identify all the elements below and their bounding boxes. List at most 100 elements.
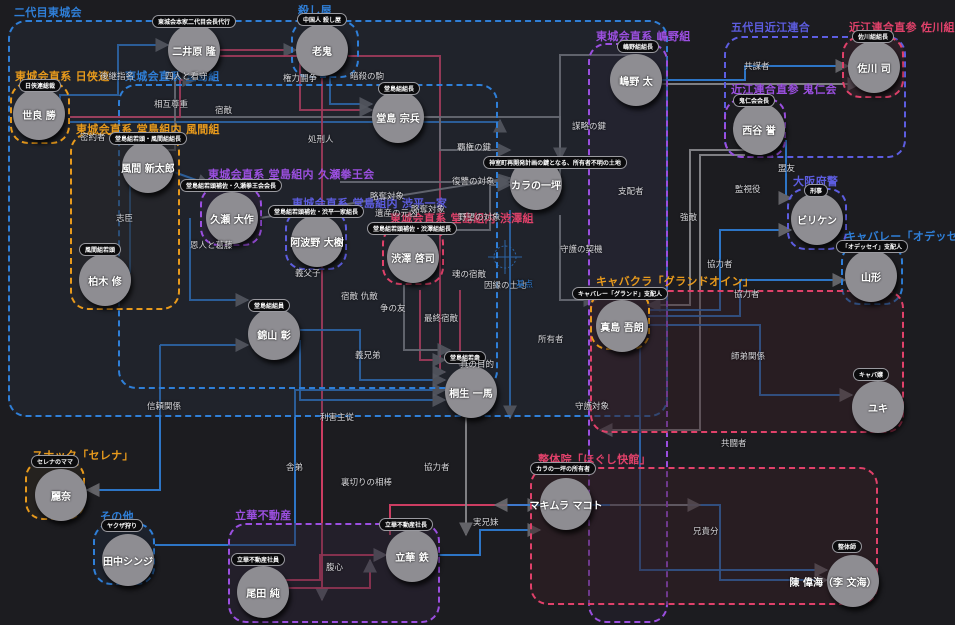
node-name: 陳 偉海（李 文海） bbox=[789, 577, 877, 589]
edge-label: 裏切りの相棒 bbox=[341, 478, 393, 488]
node-sera[interactable]: 世良 勝 bbox=[13, 88, 65, 140]
node-niihara[interactable]: 二井原 隆 bbox=[168, 24, 220, 76]
edge-line bbox=[639, 345, 829, 577]
edge-label: 野望の対象 bbox=[458, 213, 501, 223]
edge-label: 義父子 bbox=[295, 269, 321, 279]
group-title: 五代目近江連合 bbox=[731, 21, 811, 34]
node-dojima[interactable]: 堂島 宗兵 bbox=[372, 91, 424, 143]
node-name: 真島 吾朗 bbox=[600, 322, 644, 334]
edge-label: 覇権の鍵 bbox=[457, 143, 492, 153]
node-yuki[interactable]: ユキ bbox=[852, 381, 904, 433]
edge-line bbox=[559, 215, 598, 307]
node-majima[interactable]: 真島 吾朗 bbox=[596, 300, 648, 352]
edge-label: 真の目的 bbox=[460, 360, 495, 370]
edge-line bbox=[299, 340, 447, 407]
node-yamagata[interactable]: 山形 bbox=[845, 250, 897, 302]
role-badge: 風間組若頭 bbox=[78, 243, 122, 256]
node-name: 風間 新太郎 bbox=[121, 163, 175, 175]
role-badge: 堂島組若頭補佐・久瀬拳王会会長 bbox=[179, 179, 283, 192]
role-badge: 刑事 bbox=[803, 184, 829, 197]
edge-label: 謀略の鍵 bbox=[572, 122, 607, 132]
node-name: 錦山 彰 bbox=[257, 330, 291, 342]
edge-line bbox=[348, 55, 447, 379]
node-name: 佐川 司 bbox=[857, 63, 891, 75]
node-nishikiyama[interactable]: 錦山 彰 bbox=[248, 308, 300, 360]
node-roki[interactable]: 老鬼 bbox=[296, 24, 348, 76]
edge-line bbox=[646, 149, 760, 312]
edge-line bbox=[420, 116, 512, 157]
node-kashiwagi[interactable]: 柏木 修 bbox=[79, 254, 131, 306]
node-name: 西谷 誉 bbox=[742, 125, 776, 137]
edge-label: 守護の契機 bbox=[560, 245, 603, 255]
edge-label: 所有者 bbox=[538, 335, 564, 345]
group-title: 近江連合直参 鬼仁会 bbox=[731, 83, 837, 96]
edge-label: 略奪対象 bbox=[411, 205, 446, 215]
edge-label: 争の友 bbox=[380, 304, 406, 314]
node-awano[interactable]: 阿波野 大樹 bbox=[290, 215, 344, 267]
role-badge: 堂島組組長 bbox=[377, 82, 421, 95]
edge-label: 協力者 bbox=[424, 463, 450, 473]
node-name: 渋澤 啓司 bbox=[391, 253, 435, 265]
node-shibusawa[interactable]: 渋澤 啓司 bbox=[387, 231, 439, 283]
role-badge: 堂島組若頭補佐・渋平一家組長 bbox=[267, 205, 365, 218]
edge-line bbox=[262, 548, 388, 581]
edge-label: 暗殺の駒 bbox=[350, 72, 385, 82]
node-name: 堂島 宗兵 bbox=[376, 113, 420, 125]
node-oda[interactable]: 尾田 純 bbox=[237, 566, 289, 618]
node-name: ユキ bbox=[868, 403, 888, 415]
node-tachibana[interactable]: 立華 鉄 bbox=[386, 530, 438, 582]
group-title: キャバクラ「グランドオイン」 bbox=[596, 275, 755, 288]
node-makimura[interactable]: マキムラ マコト bbox=[530, 478, 603, 530]
edge-label: 共闘者 bbox=[721, 439, 747, 449]
node-name: 尾田 純 bbox=[246, 588, 280, 600]
role-badge: キャバレー「グランド」支配人 bbox=[571, 287, 669, 300]
node-name: 久瀬 大作 bbox=[210, 214, 254, 226]
role-badge: 嶋野組組長 bbox=[616, 40, 660, 53]
node-kuze[interactable]: 久瀬 大作 bbox=[206, 192, 258, 244]
group-title: 東城会直系 堂島組内 渋澤組 bbox=[390, 212, 534, 225]
edge-label: 宿敵 bbox=[215, 106, 233, 116]
node-name: マキムラ マコト bbox=[529, 500, 603, 512]
edge-label: 利害主従 bbox=[320, 413, 355, 423]
node-name: ビリケン bbox=[797, 215, 837, 227]
node-name: カラの一坪 bbox=[511, 180, 561, 192]
node-kazama[interactable]: 風間 新太郎 bbox=[121, 141, 175, 193]
role-badge: 堂島組若衆 bbox=[443, 351, 487, 364]
edge-label: 兄貴分 bbox=[693, 527, 719, 537]
edge-label: 信頼関係 bbox=[147, 402, 182, 412]
edge-label: 宿敵 仇敵 bbox=[341, 292, 378, 302]
node-nishitani[interactable]: 西谷 誉 bbox=[733, 103, 785, 155]
group-title: キャバレー「オデッセイ」 bbox=[845, 230, 955, 243]
role-badge: 日侠連総裁 bbox=[18, 79, 62, 92]
edge-line bbox=[440, 178, 512, 231]
node-shimano[interactable]: 嶋野 太 bbox=[610, 54, 662, 106]
group-title: 立華不動産 bbox=[235, 509, 292, 522]
node-billiken[interactable]: ビリケン bbox=[791, 193, 843, 245]
node-tanaka[interactable]: 田中シンジ bbox=[102, 534, 154, 586]
edge-label: 密約者 bbox=[80, 133, 106, 143]
node-chen[interactable]: 陳 偉海（李 文海） bbox=[790, 555, 879, 607]
role-badge: キャバ嬢 bbox=[852, 368, 890, 381]
edge-line bbox=[220, 55, 374, 117]
edge-label: 腹心 bbox=[326, 563, 344, 573]
role-badge: 堂島組若頭・風間組組長 bbox=[108, 132, 188, 145]
edge-label: 盟友 bbox=[778, 164, 796, 174]
role-badge: 堂島組組員 bbox=[247, 299, 291, 312]
edge-label: 協力者 bbox=[734, 290, 760, 300]
node-sagawa[interactable]: 佐川 司 bbox=[848, 41, 900, 93]
group-box-omi bbox=[724, 36, 906, 158]
edge-line bbox=[262, 558, 377, 589]
node-kiryu[interactable]: 桐生 一馬 bbox=[445, 366, 497, 418]
node-reina[interactable]: 麗奈 bbox=[35, 469, 87, 521]
role-badge: 神室町再開発計画の鍵となる、所有者不明の土地 bbox=[483, 156, 627, 169]
role-badge: 東城会本家二代目会長代行 bbox=[151, 15, 237, 28]
edge-line bbox=[419, 290, 447, 367]
edge-line bbox=[300, 329, 447, 387]
edge-label: 協力者 bbox=[707, 260, 733, 270]
crosshair-icon bbox=[488, 240, 522, 274]
node-name: 麗奈 bbox=[51, 491, 71, 503]
node-name: 二井原 隆 bbox=[172, 46, 216, 58]
edge-label: 舎弟 bbox=[286, 463, 304, 473]
group-title: 二代目東城会 bbox=[14, 6, 82, 19]
